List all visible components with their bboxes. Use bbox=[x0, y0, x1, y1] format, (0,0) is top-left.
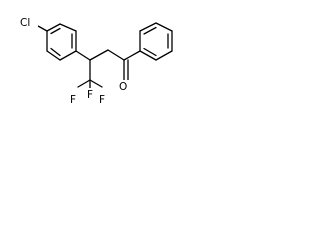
atom-labels: Cl O F F F bbox=[19, 16, 129, 106]
ch2-carbonyl-bond bbox=[107, 49, 125, 61]
fluorine-label-right: F bbox=[99, 94, 105, 106]
ring-bond bbox=[59, 23, 77, 32]
ring-bond bbox=[46, 23, 61, 32]
carbonyl-group bbox=[123, 59, 129, 81]
ring-double-bond bbox=[50, 27, 61, 35]
fluorine-label-top: F bbox=[87, 89, 93, 101]
chlorine-label: Cl bbox=[20, 17, 30, 29]
chlorine-bond bbox=[37, 25, 48, 32]
ring-bond bbox=[155, 50, 173, 61]
ring-bond bbox=[59, 50, 77, 61]
phenyl-ring bbox=[123, 22, 173, 61]
ring-double-bond bbox=[50, 47, 61, 57]
carbonyl-aryl-bond bbox=[123, 50, 141, 61]
ring-double-bond bbox=[143, 26, 157, 35]
ring-bond bbox=[139, 22, 157, 32]
backbone-chain bbox=[75, 49, 125, 81]
aryl-ch-bond bbox=[75, 50, 91, 61]
cf-bond bbox=[89, 79, 103, 88]
ring-bond bbox=[139, 50, 157, 61]
ring-bond bbox=[155, 22, 173, 32]
fluorine-label-left: F bbox=[70, 94, 76, 106]
ch-ch2-bond bbox=[89, 49, 109, 61]
ring-double-bond bbox=[143, 47, 157, 57]
molecule-structure: Cl O F F F bbox=[19, 16, 173, 106]
ring-bond bbox=[46, 50, 61, 61]
oxygen-label: O bbox=[119, 81, 127, 93]
chlorophenyl-ring bbox=[46, 23, 77, 61]
cf-bond bbox=[77, 79, 91, 88]
